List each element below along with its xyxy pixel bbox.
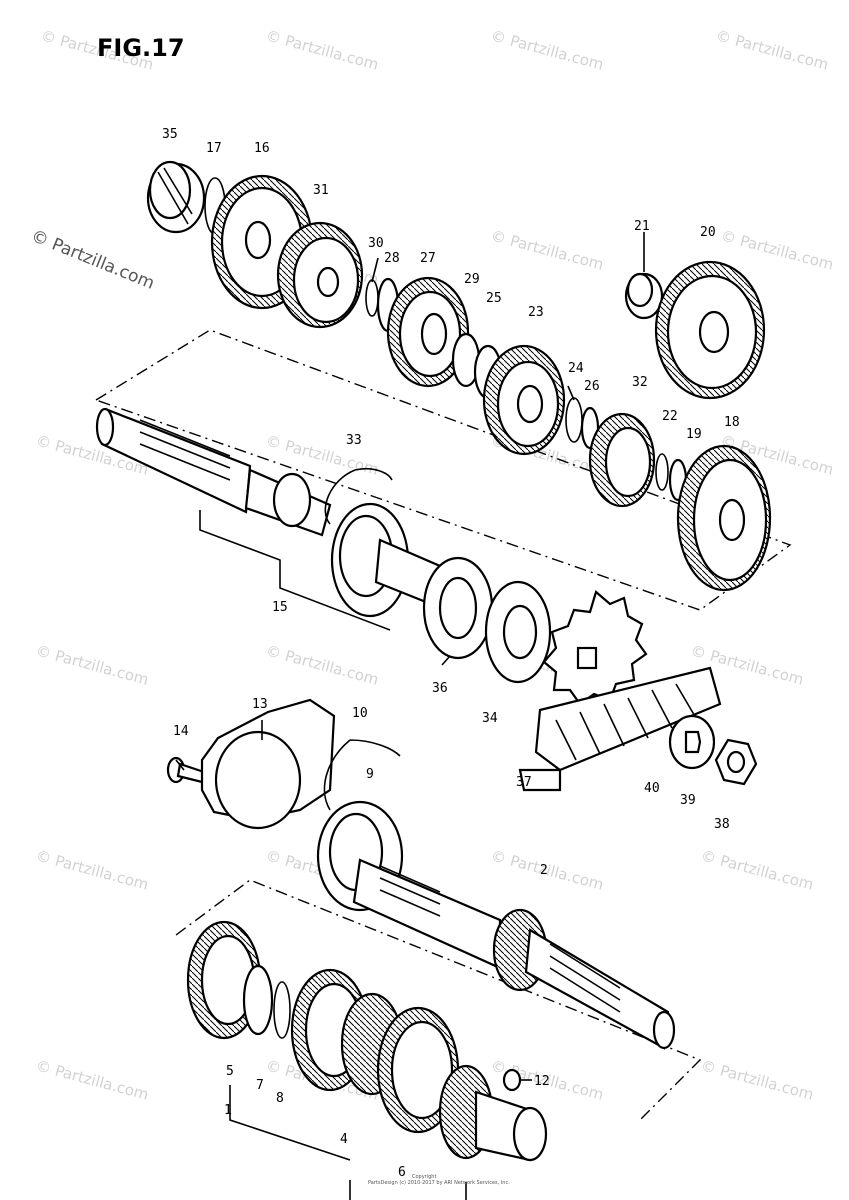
callout-34: 34 xyxy=(482,711,498,726)
lock-washer-39 xyxy=(668,714,716,770)
watermark: © Partzilla.com xyxy=(264,641,380,688)
bolt-14 xyxy=(166,756,206,784)
callout-10: 10 xyxy=(352,706,368,721)
watermark: © Partzilla.com xyxy=(489,26,605,73)
callout-15: 15 xyxy=(272,600,288,615)
callout-7: 7 xyxy=(256,1078,264,1093)
countershaft-15 xyxy=(95,407,332,537)
callout-19: 19 xyxy=(686,427,702,442)
callout-40: 40 xyxy=(644,781,660,796)
circlip-10 xyxy=(323,739,401,811)
callout-2: 2 xyxy=(540,863,548,878)
watermark: © Partzilla.com xyxy=(719,226,835,273)
callout-37: 37 xyxy=(516,775,532,790)
oil-seal-36 xyxy=(422,556,494,660)
callout-38: 38 xyxy=(714,817,730,832)
nut-38 xyxy=(714,738,758,786)
circlip-33 xyxy=(324,467,393,525)
watermark: © Partzilla.com xyxy=(34,1056,150,1103)
callout-12: 12 xyxy=(534,1074,550,1089)
callout-35: 35 xyxy=(162,127,178,142)
gear-23 xyxy=(482,344,566,456)
callout-16: 16 xyxy=(254,141,270,156)
callout-30: 30 xyxy=(368,236,384,251)
callout-31: 31 xyxy=(313,183,329,198)
callout-labels: 35 17 16 31 30 28 27 29 25 23 21 20 24 2… xyxy=(162,127,740,1180)
watermark: © Partzilla.com xyxy=(34,846,150,893)
countershaft-bearing xyxy=(330,502,442,618)
washer-12 xyxy=(502,1068,522,1092)
callout-17: 17 xyxy=(206,141,222,156)
watermark: © Partzilla.com xyxy=(714,26,830,73)
callout-8: 8 xyxy=(276,1091,284,1106)
callout-22: 22 xyxy=(662,409,678,424)
callout-1: 1 xyxy=(224,1103,232,1118)
circlip-22 xyxy=(655,453,669,491)
gear-5 xyxy=(186,920,262,1040)
leader-lines xyxy=(175,232,645,1200)
watermark: © Partzilla.com xyxy=(699,1056,815,1103)
watermark: © Partzilla.com xyxy=(264,431,380,478)
gear-20 xyxy=(654,260,766,400)
copyright-line: Copyright xyxy=(412,1174,436,1180)
callout-6: 6 xyxy=(398,1165,406,1180)
callout-27: 27 xyxy=(420,251,436,266)
callout-26: 26 xyxy=(584,379,600,394)
callout-14: 14 xyxy=(173,724,189,739)
gear-27 xyxy=(386,276,470,388)
callout-13: 13 xyxy=(252,697,268,712)
callout-9: 9 xyxy=(366,767,374,782)
callout-39: 39 xyxy=(680,793,696,808)
callout-24: 24 xyxy=(568,361,584,376)
circlip-24 xyxy=(565,397,583,443)
callout-33: 33 xyxy=(346,433,362,448)
watermark: © Partzilla.com xyxy=(489,226,605,273)
watermark: © Partzilla.com xyxy=(34,641,150,688)
gear-6 xyxy=(376,1006,460,1134)
callout-25: 25 xyxy=(486,291,502,306)
watermark: © Partzilla.com xyxy=(264,26,380,73)
bearing-35 xyxy=(146,160,206,234)
callout-29: 29 xyxy=(464,272,480,287)
callout-4: 4 xyxy=(340,1132,348,1147)
callout-20: 20 xyxy=(700,225,716,240)
sprocket-37 xyxy=(542,590,648,706)
spacer-34 xyxy=(484,580,552,684)
circlip-8 xyxy=(273,981,291,1039)
driveshaft-2 xyxy=(352,858,676,1050)
washer-7 xyxy=(242,964,274,1036)
drive-chain-40 xyxy=(518,666,722,792)
callout-32: 32 xyxy=(632,375,648,390)
callout-28: 28 xyxy=(384,251,400,266)
bearing-retainer-13 xyxy=(200,698,336,830)
callout-23: 23 xyxy=(528,305,544,320)
copyright-line: PartsDesign (c) 2010-2017 by ARI Network… xyxy=(368,1180,510,1186)
gear-32 xyxy=(588,412,656,508)
gear-bushing xyxy=(438,1064,548,1162)
callout-36: 36 xyxy=(432,681,448,696)
bushing-21 xyxy=(624,272,664,320)
watermark-dark: © Partzilla.com xyxy=(28,226,157,294)
callout-21: 21 xyxy=(634,219,650,234)
gear-31 xyxy=(276,221,364,329)
countershaft-frame xyxy=(94,329,792,611)
watermark: © Partzilla.com xyxy=(699,846,815,893)
callout-5: 5 xyxy=(226,1064,234,1079)
countershaft-assembly xyxy=(146,160,772,592)
callout-18: 18 xyxy=(724,415,740,430)
gear-18 xyxy=(676,444,772,592)
figure-title: FIG.17 xyxy=(97,34,185,62)
